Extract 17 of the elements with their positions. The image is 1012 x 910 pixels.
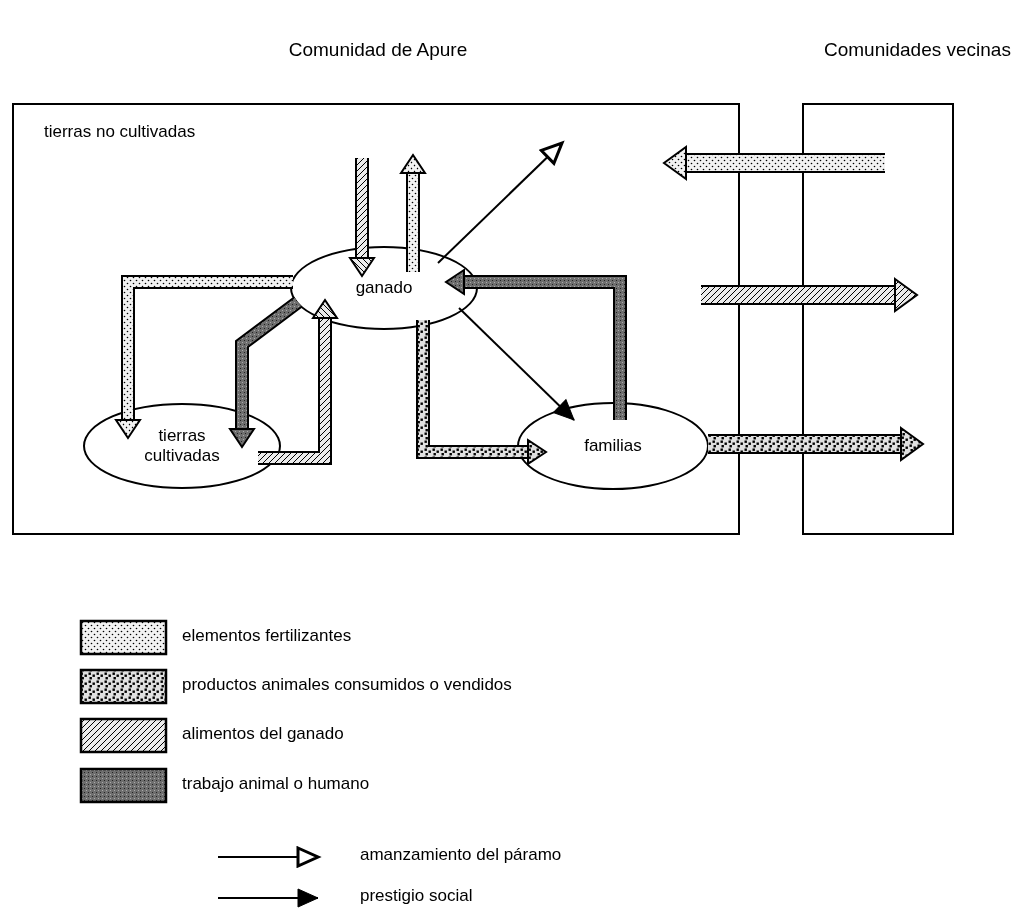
arrow	[458, 307, 575, 421]
arrow	[437, 141, 564, 264]
legend-label: amanzamiento del páramo	[360, 845, 562, 865]
legend-label: elementos fertilizantes	[182, 626, 352, 646]
legend-label: alimentos del ganado	[182, 724, 344, 744]
legend-label: trabajo animal o humano	[182, 774, 370, 794]
node-label: familias	[584, 435, 642, 457]
ellipse-node	[290, 246, 478, 330]
ellipse-node	[517, 402, 709, 490]
legend-label: prestigio social	[360, 886, 473, 906]
ellipse-node	[83, 403, 281, 489]
node-label: tierras cultivadas	[143, 425, 221, 467]
node-label: ganado	[355, 277, 413, 299]
region-heading: Comunidades vecinas	[824, 39, 1011, 62]
legend-label: productos animales consumidos o vendidos	[182, 675, 512, 695]
region-label: tierras no cultivadas	[44, 122, 196, 143]
region-heading: Comunidad de Apure	[287, 39, 469, 62]
